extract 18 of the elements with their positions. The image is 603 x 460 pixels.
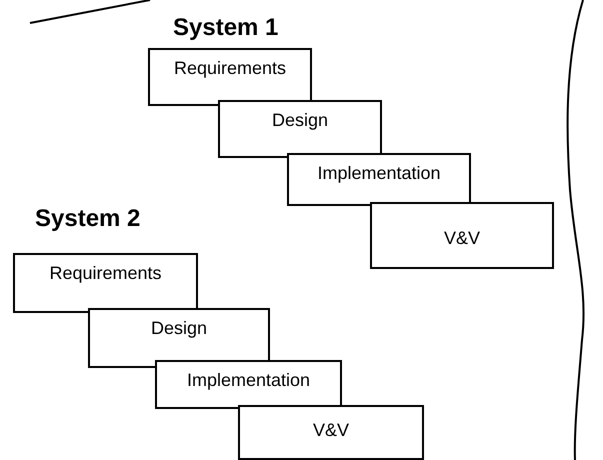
phase-label: Requirements (174, 58, 286, 79)
phase-label: Implementation (186, 370, 310, 391)
phase-box (155, 360, 342, 409)
section-heading: System 2 (35, 205, 140, 233)
phase-box (13, 253, 198, 313)
phase-label: Implementation (317, 163, 441, 184)
phase-label: Requirements (49, 263, 162, 284)
phase-label: Design (272, 110, 328, 131)
section-heading: System 1 (173, 14, 278, 42)
phase-box (218, 100, 382, 158)
phase-box (287, 153, 471, 206)
phase-box (238, 405, 424, 460)
phase-label: V&V (312, 420, 350, 441)
phase-box (148, 48, 312, 106)
phase-box (88, 308, 270, 368)
phase-box (370, 202, 554, 269)
phase-label: V&V (444, 228, 480, 249)
phase-label: Design (150, 318, 208, 339)
